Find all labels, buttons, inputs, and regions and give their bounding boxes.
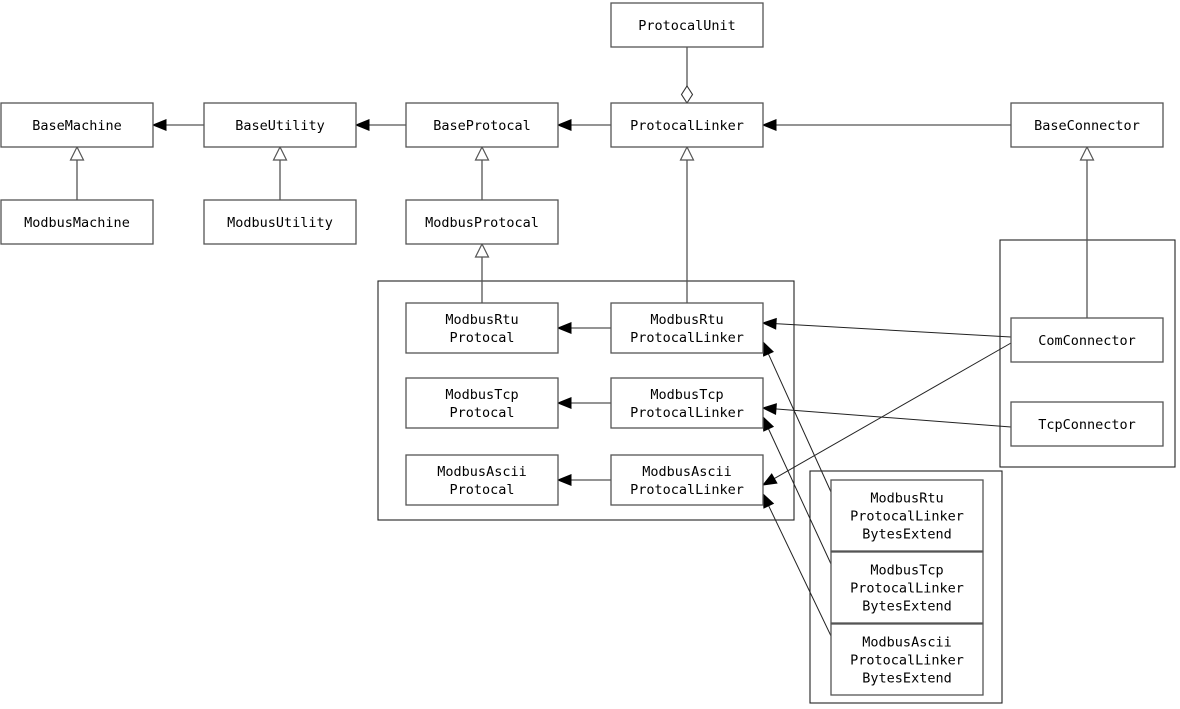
modbus-rtu-protocal-inherits-modbus-protocal bbox=[474, 242, 490, 303]
base-utility-to-base-machine bbox=[151, 119, 204, 131]
class-name-text: ProtocalLinker bbox=[850, 509, 964, 525]
class-box-base-protocal[interactable]: BaseProtocal bbox=[405, 102, 559, 148]
protocal-unit-to-protocal-linker bbox=[680, 47, 694, 105]
class-name-text: TcpConnector bbox=[1038, 417, 1136, 433]
base-connector-to-protocal-linker bbox=[761, 119, 1011, 131]
class-name-text: BytesExtend bbox=[862, 527, 951, 543]
class-name-text: ProtocalLinker bbox=[850, 581, 964, 597]
class-box-base-connector[interactable]: BaseConnector bbox=[1010, 102, 1164, 148]
class-box-border bbox=[405, 102, 559, 148]
class-name-text: ModbusTcp bbox=[445, 387, 518, 403]
class-box-base-utility[interactable]: BaseUtility bbox=[203, 102, 357, 148]
class-box-base-machine[interactable]: BaseMachine bbox=[0, 102, 154, 148]
class-box-border bbox=[203, 102, 357, 148]
class-box-border bbox=[0, 102, 154, 148]
class-name-text: ProtocalLinker bbox=[630, 330, 744, 346]
class-box-border bbox=[610, 454, 764, 506]
class-box-protocal-unit[interactable]: ProtocalUnit bbox=[610, 2, 764, 48]
class-box-border bbox=[203, 199, 357, 245]
class-box-border bbox=[0, 199, 154, 245]
class-name-text: ModbusProtocal bbox=[425, 215, 539, 231]
class-name-text: BaseMachine bbox=[32, 118, 121, 134]
class-box-modbus-utility[interactable]: ModbusUtility bbox=[203, 199, 357, 245]
class-name-text: ModbusTcp bbox=[650, 387, 723, 403]
com-connector-to-ascii-linker bbox=[761, 342, 1012, 486]
modbus-rtu-linker-inherits-protocal-linker bbox=[679, 145, 695, 303]
ascii-linker-to-ascii-protocal bbox=[556, 474, 611, 486]
rtu-bytes-extend-inherits-rtu-linker bbox=[762, 340, 832, 493]
rtu-linker-to-rtu-protocal bbox=[556, 322, 611, 334]
class-box-tcp-connector[interactable]: TcpConnector bbox=[1010, 401, 1164, 447]
class-name-text: BaseProtocal bbox=[433, 118, 531, 134]
class-name-text: BytesExtend bbox=[862, 671, 951, 687]
com-connector-to-rtu-linker bbox=[761, 317, 1012, 338]
class-name-text: ProtocalLinker bbox=[850, 653, 964, 669]
class-box-border bbox=[405, 377, 559, 429]
edge-layer bbox=[69, 47, 1095, 637]
class-name-text: BaseUtility bbox=[235, 118, 324, 134]
tcp-connector-to-tcp-linker bbox=[761, 403, 1012, 428]
class-name-text: Protocal bbox=[449, 330, 514, 346]
class-box-border bbox=[830, 551, 984, 624]
class-box-border bbox=[610, 102, 764, 148]
class-name-text: ProtocalUnit bbox=[638, 18, 736, 34]
class-box-protocal-linker[interactable]: ProtocalLinker bbox=[610, 102, 764, 148]
class-name-text: ProtocalLinker bbox=[630, 118, 744, 134]
ascii-bytes-extend-inherits-ascii-linker bbox=[762, 492, 832, 637]
tcp-linker-to-tcp-protocal bbox=[556, 397, 611, 409]
class-box-border bbox=[1010, 401, 1164, 447]
class-name-text: Protocal bbox=[449, 482, 514, 498]
class-box-border bbox=[405, 199, 559, 245]
class-box-border bbox=[610, 377, 764, 429]
class-name-text: ModbusRtu bbox=[445, 312, 518, 328]
modbus-protocal-group bbox=[377, 280, 795, 521]
base-protocal-to-base-utility bbox=[354, 119, 406, 131]
class-box-com-connector[interactable]: ComConnector bbox=[1010, 317, 1164, 363]
class-box-border bbox=[830, 623, 984, 696]
class-name-text: ModbusAscii bbox=[862, 635, 951, 651]
class-name-text: BytesExtend bbox=[862, 599, 951, 615]
class-box-border bbox=[405, 454, 559, 506]
class-name-text: BaseConnector bbox=[1034, 118, 1140, 134]
com-connector-inherits-base-connector bbox=[1079, 145, 1095, 318]
class-name-text: ModbusAscii bbox=[437, 464, 526, 480]
class-name-text: ProtocalLinker bbox=[630, 482, 744, 498]
class-name-text: ModbusRtu bbox=[870, 491, 943, 507]
class-box-border bbox=[1010, 102, 1164, 148]
class-box-border bbox=[1010, 317, 1164, 363]
modbus-utility-inherits-base-utility bbox=[272, 145, 288, 200]
class-name-text: ModbusAscii bbox=[642, 464, 731, 480]
class-box-border bbox=[830, 479, 984, 552]
class-name-text: ModbusTcp bbox=[870, 563, 943, 579]
class-name-text: ModbusMachine bbox=[24, 215, 130, 231]
bytes-extend-group bbox=[809, 470, 1003, 704]
class-name-text: ModbusRtu bbox=[650, 312, 723, 328]
class-name-text: ProtocalLinker bbox=[630, 405, 744, 421]
class-box-border bbox=[610, 302, 764, 354]
tcp-bytes-extend-inherits-tcp-linker bbox=[762, 415, 832, 565]
protocal-linker-to-base-protocal bbox=[556, 119, 611, 131]
class-box-modbus-machine[interactable]: ModbusMachine bbox=[0, 199, 154, 245]
class-box-modbus-protocal[interactable]: ModbusProtocal bbox=[405, 199, 559, 245]
class-box-border bbox=[405, 302, 559, 354]
class-box-border bbox=[610, 2, 764, 48]
class-name-text: ComConnector bbox=[1038, 333, 1136, 349]
modbus-protocal-inherits-base-protocal bbox=[474, 145, 490, 200]
class-name-text: ModbusUtility bbox=[227, 215, 333, 231]
class-name-text: Protocal bbox=[449, 405, 514, 421]
modbus-machine-inherits-base-machine bbox=[69, 145, 85, 200]
